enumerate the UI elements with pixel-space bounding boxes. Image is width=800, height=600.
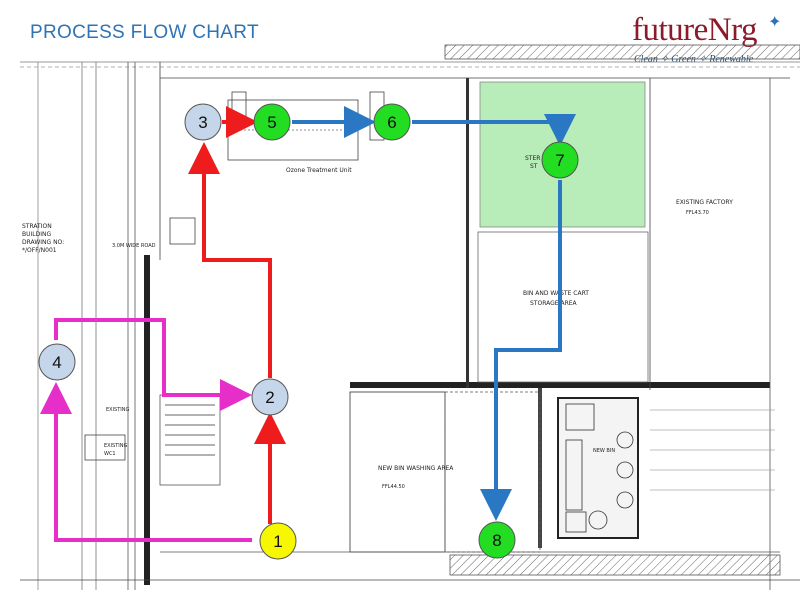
- node-3-label: 3: [198, 113, 207, 132]
- flow-arrow-2-to-3: [188, 142, 272, 378]
- node-1: 1: [259, 522, 297, 560]
- ozone-unit-label: Ozone Treatment Unit: [286, 167, 352, 174]
- new-bin-side-label: NEW BIN: [593, 448, 615, 454]
- futurenrg-logo: futureNrg ✦ Clean ✧ Green ✧ Renewable: [632, 12, 792, 68]
- page-title: PROCESS FLOW CHART: [30, 22, 259, 43]
- node-5-label: 5: [267, 113, 276, 132]
- bin-storage-label-1: BIN AND WASTE CART: [523, 290, 589, 297]
- node-8-label: 8: [492, 531, 501, 550]
- existing-factory-level: FFL43.70: [686, 210, 709, 216]
- existing-factory-label: EXISTING FACTORY: [676, 199, 733, 206]
- plan-background: [20, 44, 800, 590]
- flow-arrow-4-to-2: [54, 318, 252, 411]
- flow-nodes: 1 2 3 4 5 6 7 8: [38, 103, 579, 560]
- existing-label-1: EXISTING: [106, 407, 130, 413]
- node-6-label: 6: [387, 113, 396, 132]
- four-point-star-icon: ✦: [768, 14, 782, 31]
- road-label: 3.0M WIDE ROAD: [112, 243, 156, 249]
- stration-label-1: STRATION: [22, 223, 52, 230]
- flow-arrow-6-to-7: [412, 114, 576, 146]
- node-7-label: 7: [555, 151, 564, 170]
- flow-arrow-1-to-4: [40, 382, 252, 542]
- logo-wordmark: futureNrg: [632, 12, 758, 48]
- stration-label-2: BUILDING: [22, 231, 51, 238]
- plan-text-labels: Ozone Treatment Unit EXISTING FACTORY FF…: [22, 155, 733, 490]
- node-7: 7: [541, 141, 579, 179]
- node-4: 4: [38, 343, 76, 381]
- existing-label-3: WC1: [104, 451, 116, 457]
- logo-tagline: Clean ✧ Green ✧ Renewable: [634, 54, 754, 65]
- new-bin-washing-label: NEW BIN WASHING AREA: [378, 465, 454, 472]
- node-2-label: 2: [265, 388, 274, 407]
- steri-label-2: ST: [530, 163, 538, 170]
- node-4-label: 4: [52, 353, 61, 372]
- node-2: 2: [251, 378, 289, 416]
- flow-arrow-7-to-8: [480, 180, 562, 521]
- bin-storage-label-2: STORAGE AREA: [530, 300, 578, 307]
- node-8: 8: [478, 521, 516, 559]
- stration-label-4: */OFF/N001: [22, 247, 57, 254]
- node-3: 3: [184, 103, 222, 141]
- steri-label-1: STER: [525, 155, 540, 162]
- node-1-label: 1: [273, 532, 282, 551]
- flow-arrows: [40, 106, 576, 542]
- existing-label-2: EXISTING: [104, 443, 128, 449]
- new-bin-washing-level: FFL44.50: [382, 484, 405, 490]
- node-6: 6: [373, 103, 411, 141]
- stration-label-3: DRAWING NO:: [22, 239, 64, 246]
- node-5: 5: [253, 103, 291, 141]
